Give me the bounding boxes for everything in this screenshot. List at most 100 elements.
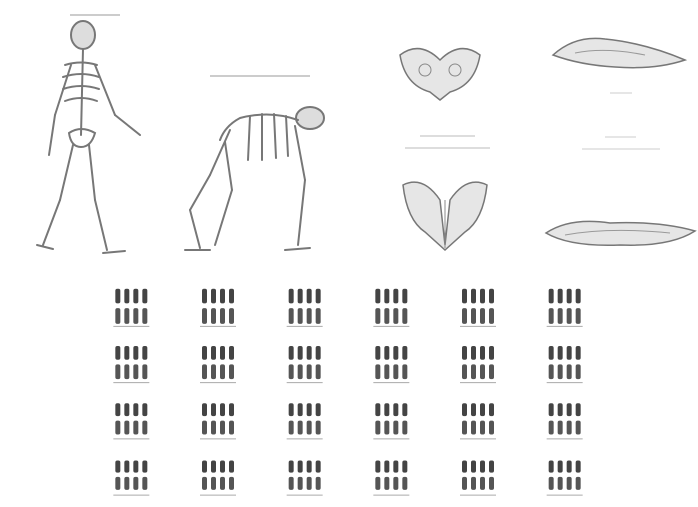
chromosome-arm [384,460,389,472]
pelvis-lower-figure [395,170,495,260]
chromosome-arm [489,346,494,360]
chromosome-arm [462,346,467,360]
chromosome-arm [316,403,321,416]
chromosome-group [547,403,583,439]
chromosome-arm [393,289,398,304]
chromosome-arm [384,346,389,360]
chromosome-group [113,289,149,327]
chromosome-arm [133,421,138,435]
chromosome-arm [316,289,321,304]
chromosome-arm [211,477,216,490]
chromosome-group [113,346,149,383]
chromosome-arm [115,364,120,379]
chromosome-arm [289,477,294,490]
chromosome-arm [115,477,120,490]
chromosome-group [200,346,236,383]
chromosome-arm [133,477,138,490]
chromosome-arm [229,421,234,435]
chromosome-arm [375,289,380,304]
chromosome-arm [298,308,303,324]
chromosome-arm [471,421,476,435]
chromosome-arm [307,477,312,490]
chromosome-arm [393,364,398,379]
chromosome-group [547,346,583,383]
chromosome-group [200,403,236,439]
chromosome-arm [202,289,207,304]
chromosome-arm [307,364,312,379]
chromosome-arm [393,346,398,360]
caption-lines-figure [400,130,495,160]
chromosome-arm [202,308,207,324]
chromosome-arm [307,308,312,324]
skull-top-panel [545,25,695,85]
chromosome-arm [298,403,303,416]
chromosome-arm [480,421,485,435]
chromosome-arm [567,308,572,324]
chromosome-arm [480,289,485,304]
chromosome-arm [384,308,389,324]
human-skeleton-panel [15,5,155,270]
chromosome-group [200,289,236,327]
chromosome-arm [133,289,138,304]
chromosome-arm [298,477,303,490]
chromosome-arm [307,403,312,416]
chromosome-arm [142,346,147,360]
chromosome-arm [375,364,380,379]
chromosome-arm [489,460,494,472]
chromosome-group [460,289,496,327]
chromosome-arm [576,421,581,435]
chromosome-arm [220,346,225,360]
chromosome-arm [142,289,147,304]
chromosome-arm [133,308,138,324]
chromosome-arm [142,308,147,324]
chromosome-arm [471,289,476,304]
chromosome-arm [316,346,321,360]
skull-caption-figure [570,85,670,160]
chromosome-arm [124,346,129,360]
chromosome-arm [115,460,120,472]
chromosome-arm [124,308,129,324]
chromosome-group [287,346,323,383]
chromosome-group [373,346,409,383]
chromosome-arm [558,308,563,324]
chromosome-arm [384,477,389,490]
chromosome-arm [402,460,407,472]
chromosome-arm [307,289,312,304]
chromosome-arm [133,460,138,472]
skull-top-figure [545,25,695,85]
chromosome-arm [576,477,581,490]
chromosome-arm [211,460,216,472]
chromosome-arm [115,289,120,304]
chromosome-group [460,460,496,495]
chromosome-group [373,460,409,495]
chromosome-arm [211,346,216,360]
chromosome-arm [402,346,407,360]
chromosome-arm [115,403,120,416]
chromosome-arm [375,421,380,435]
skull-bottom-panel [540,205,698,260]
chromosome-arm [220,477,225,490]
chromosome-arm [289,460,294,472]
chromosome-group [460,346,496,383]
chromosome-arm [558,364,563,379]
ape-skeleton-panel [170,60,350,270]
chromosome-arm [558,346,563,360]
chromosome-arm [202,477,207,490]
chromosome-arm [402,421,407,435]
chromosome-arm [384,403,389,416]
chromosome-arm [202,346,207,360]
chromosome-karyotype-grid [88,278,608,503]
chromosome-group [547,289,583,327]
chromosome-arm [133,364,138,379]
chromosome-group [287,289,323,327]
chromosome-arm [298,346,303,360]
chromosome-arm [229,289,234,304]
chromosome-arm [316,477,321,490]
chromosome-arm [307,460,312,472]
chromosome-arm [384,289,389,304]
ape-skeleton-figure [170,60,350,270]
chromosome-arm [298,289,303,304]
chromosome-arm [142,403,147,416]
chromosome-arm [471,460,476,472]
chromosome-arm [567,421,572,435]
